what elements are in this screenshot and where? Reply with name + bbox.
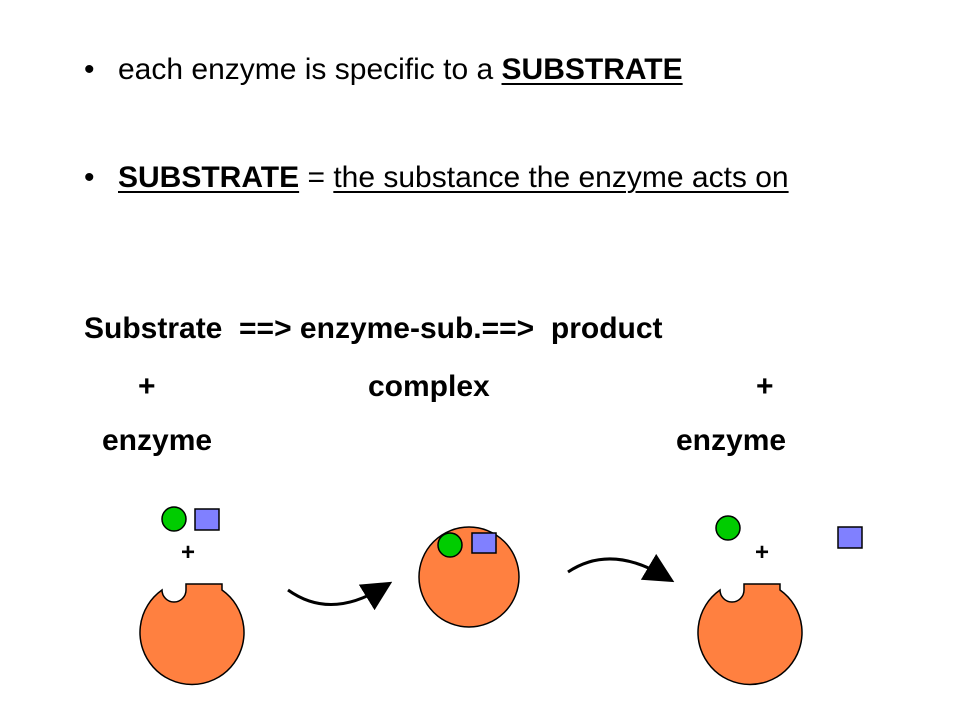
bullet-text: SUBSTRATE = the substance the enzyme act… xyxy=(118,160,838,196)
substrate-term: SUBSTRATE xyxy=(501,53,683,86)
enzyme-shape xyxy=(418,526,520,628)
plus-right-label: + xyxy=(756,370,774,403)
plus-sign: + xyxy=(755,539,769,566)
plus-sign: + xyxy=(181,539,195,566)
enzyme-reaction-diagram: + + xyxy=(139,506,863,686)
enzyme-right-label: enzyme xyxy=(676,424,787,457)
substrate-term: SUBSTRATE xyxy=(118,161,300,194)
complex-label: complex xyxy=(368,370,490,403)
enzyme-left-label: enzyme xyxy=(102,424,213,457)
substrate-square xyxy=(471,532,497,554)
substrate-definition: the substance the enzyme acts on xyxy=(333,161,789,194)
plus-left-label: + xyxy=(138,370,156,403)
substrate-circle xyxy=(437,532,463,558)
product-square xyxy=(837,526,863,549)
bullet-marker: • xyxy=(84,161,95,194)
product-circle xyxy=(715,515,741,541)
enzyme-shape xyxy=(697,583,803,686)
reaction-equation: Substrate ==> enzyme-sub.==> product xyxy=(84,312,663,345)
reaction-arrow xyxy=(287,581,393,611)
reaction-arrow xyxy=(567,553,675,583)
bullet-marker: • xyxy=(84,53,95,86)
equals-sign: = xyxy=(299,161,334,194)
substrate-circle xyxy=(161,506,187,532)
substrate-square xyxy=(194,508,220,531)
bullet-text: each enzyme is specific to a SUBSTRATE xyxy=(118,52,838,88)
enzyme-shape xyxy=(139,583,245,686)
bullet-text-plain: each enzyme is specific to a xyxy=(118,53,502,86)
